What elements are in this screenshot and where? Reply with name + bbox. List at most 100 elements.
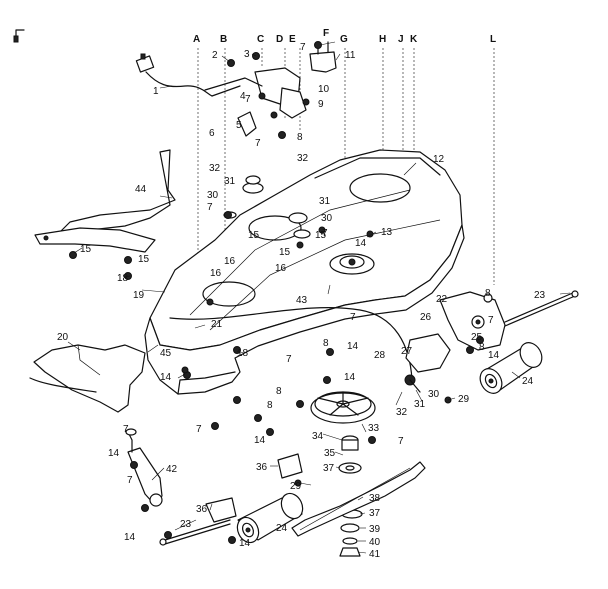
callout-21: 21: [211, 319, 223, 330]
callout-8-upper: 8: [297, 132, 303, 143]
callout-7-deck-right: 7: [322, 228, 328, 239]
callout-38: 38: [369, 493, 381, 504]
callout-36-center: 36: [256, 462, 268, 473]
callout-30-lower: 30: [428, 389, 440, 400]
callout-16-low: 16: [210, 268, 222, 279]
column-letter-e: E: [289, 34, 296, 45]
callout-14-front-left: 14: [160, 372, 172, 383]
callout-44: 44: [135, 184, 147, 195]
callout-7-front: 7: [286, 354, 292, 365]
callout-34: 34: [312, 431, 324, 442]
deck-side-rail: [34, 149, 176, 253]
lift-linkage: [135, 41, 337, 137]
corner-mark: [15, 29, 25, 39]
callout-7-deck-left: 7: [207, 202, 213, 213]
gauge-wheel-right: [479, 342, 543, 394]
callout-26: 26: [420, 312, 432, 323]
callout-30-left: 30: [207, 190, 219, 201]
callout-8-bracket-right: 8: [485, 288, 491, 299]
callout-23-right: 23: [534, 290, 546, 301]
callout-7-bracket: 7: [245, 94, 251, 105]
callout-22: 22: [436, 294, 448, 305]
callout-24-left: 24: [276, 523, 288, 534]
callout-42: 42: [166, 464, 178, 475]
right-spindle-opening: [349, 173, 411, 203]
callout-8-front-left: 8: [276, 386, 282, 397]
callout-14-right: 14: [488, 350, 500, 361]
left-spindle-opening: [202, 281, 256, 307]
callout-41: 41: [369, 549, 381, 560]
callout-5: 5: [236, 120, 242, 131]
callout-7-pulley: 7: [398, 436, 404, 447]
callout-23-left: 23: [180, 519, 192, 530]
callout-45: 45: [160, 348, 172, 359]
callout-12: 12: [433, 154, 445, 165]
blade: [291, 461, 426, 537]
callout-36-left: 36: [196, 504, 208, 515]
column-letter-k: K: [410, 34, 418, 45]
discharge-deflector: [29, 344, 146, 413]
callout-31-lower: 31: [414, 399, 426, 410]
callout-35: 35: [324, 448, 336, 459]
callout-leaders: [67, 41, 571, 554]
center-spindle-opening: [248, 215, 302, 241]
corner-tab: [13, 35, 19, 43]
column-letter-g: G: [340, 34, 348, 45]
callout-16-left: 16: [224, 256, 236, 267]
callout-30-right: 30: [321, 213, 333, 224]
left-gauge-arm: [125, 428, 304, 546]
column-letter-h: H: [379, 34, 386, 45]
callout-7-lower-left: 7: [196, 424, 202, 435]
callout-14-arm: 14: [108, 448, 120, 459]
callout-16-mid: 16: [275, 263, 287, 274]
callout-32-right: 32: [297, 153, 309, 164]
right-gauge-bracket: [404, 290, 579, 394]
callout-8-front: 8: [323, 338, 329, 349]
callout-40: 40: [369, 537, 381, 548]
callout-7-bracket-right: 7: [488, 315, 494, 326]
callout-29-center: 29: [290, 481, 302, 492]
callout-15-right: 15: [279, 247, 291, 258]
callout-32-left: 32: [209, 163, 221, 174]
drive-belt: [169, 307, 413, 381]
callout-14-arm-low: 14: [124, 532, 136, 543]
callout-10: 10: [318, 84, 330, 95]
column-letter-c: C: [257, 34, 264, 45]
column-letter-a: A: [193, 34, 200, 45]
callout-2: 2: [212, 50, 218, 61]
column-letter-f: F: [323, 28, 329, 39]
spoked-pulley: [310, 391, 376, 424]
gauge-wheel-left: [236, 492, 304, 544]
callout-7-belt: 7: [350, 312, 356, 323]
callout-31-right: 31: [319, 196, 331, 207]
callout-7-arm-top: 7: [123, 424, 129, 435]
part-callouts: 1 2 3 4 5 6 7 7 7 8 9 10 11 12 13 14 15 …: [57, 42, 546, 560]
column-letter-b: B: [220, 34, 227, 45]
callout-6: 6: [209, 128, 215, 139]
spindle-stack: [338, 435, 363, 557]
callout-14-front: 14: [347, 341, 359, 352]
callout-14-lower: 14: [254, 435, 266, 446]
callout-4: 4: [240, 91, 246, 102]
callout-32-lower: 32: [396, 407, 408, 418]
callout-19: 19: [133, 290, 145, 301]
callout-15-mid: 15: [138, 254, 150, 265]
callout-15-left: 15: [80, 244, 92, 255]
callout-18-left: 18: [117, 273, 129, 284]
callout-7-arm: 7: [127, 475, 133, 486]
callout-14-wheel: 14: [239, 538, 251, 549]
callout-8-lower: 8: [267, 400, 273, 411]
column-letter-l: L: [490, 34, 496, 45]
callout-13: 13: [381, 227, 393, 238]
callout-1: 1: [153, 86, 159, 97]
column-letter-j: J: [398, 34, 404, 45]
callout-18-front: 18: [237, 348, 249, 359]
callout-7-link: 7: [255, 138, 261, 149]
callout-29-right: 29: [458, 394, 470, 405]
callout-33: 33: [368, 423, 380, 434]
deck-shell: [144, 149, 465, 395]
callout-39: 39: [369, 524, 381, 535]
callout-24-right: 24: [522, 376, 534, 387]
callout-25: 25: [471, 332, 483, 343]
